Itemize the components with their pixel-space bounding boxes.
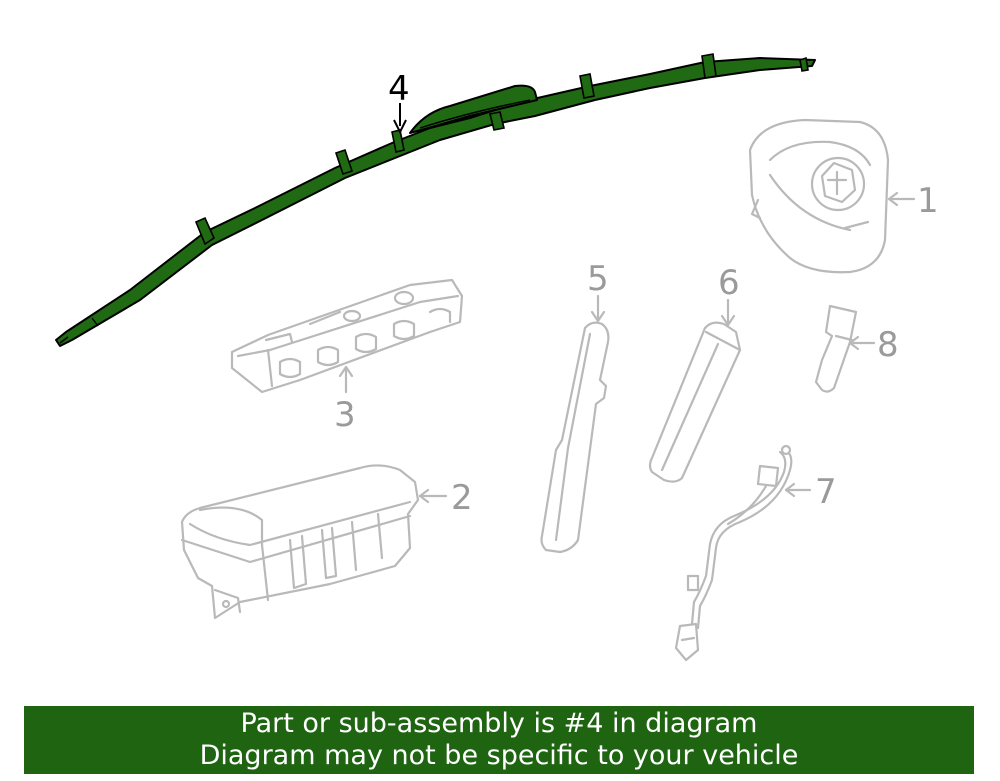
- part-3-knee-airbag-module[interactable]: [230, 278, 464, 394]
- info-banner: Part or sub-assembly is #4 in diagram Di…: [24, 706, 974, 774]
- callout-1-arrow: [887, 191, 916, 207]
- banner-line-2: Diagram may not be specific to your vehi…: [199, 740, 799, 771]
- callout-4-label: 4: [388, 69, 410, 109]
- callout-4-arrow: [393, 103, 407, 135]
- part-5-side-airbag[interactable]: [540, 321, 610, 554]
- part-6-side-impact-module[interactable]: [648, 321, 742, 483]
- callout-8-arrow: [848, 335, 876, 351]
- callout-6-arrow: [720, 298, 736, 327]
- callout-5-arrow: [590, 294, 606, 323]
- part-4-curtain-airbag[interactable]: [55, 53, 816, 347]
- part-1-driver-airbag[interactable]: [748, 118, 890, 274]
- callout-3-label: 3: [334, 395, 356, 435]
- callout-2-arrow: [418, 488, 448, 504]
- callout-8-label: 8: [877, 325, 899, 365]
- banner-line-1: Part or sub-assembly is #4 in diagram: [240, 708, 758, 739]
- callout-2-label: 2: [451, 478, 473, 518]
- part-7-wiring-harness[interactable]: [674, 444, 793, 662]
- callout-5-label: 5: [587, 259, 609, 299]
- callout-3-arrow: [338, 365, 354, 394]
- callout-6-label: 6: [718, 263, 740, 303]
- callout-7-arrow: [784, 482, 812, 498]
- part-8-sensor-bracket[interactable]: [814, 304, 858, 393]
- callout-7-label: 7: [815, 472, 837, 512]
- part-2-passenger-airbag[interactable]: [180, 464, 420, 620]
- callout-1-label: 1: [917, 181, 939, 221]
